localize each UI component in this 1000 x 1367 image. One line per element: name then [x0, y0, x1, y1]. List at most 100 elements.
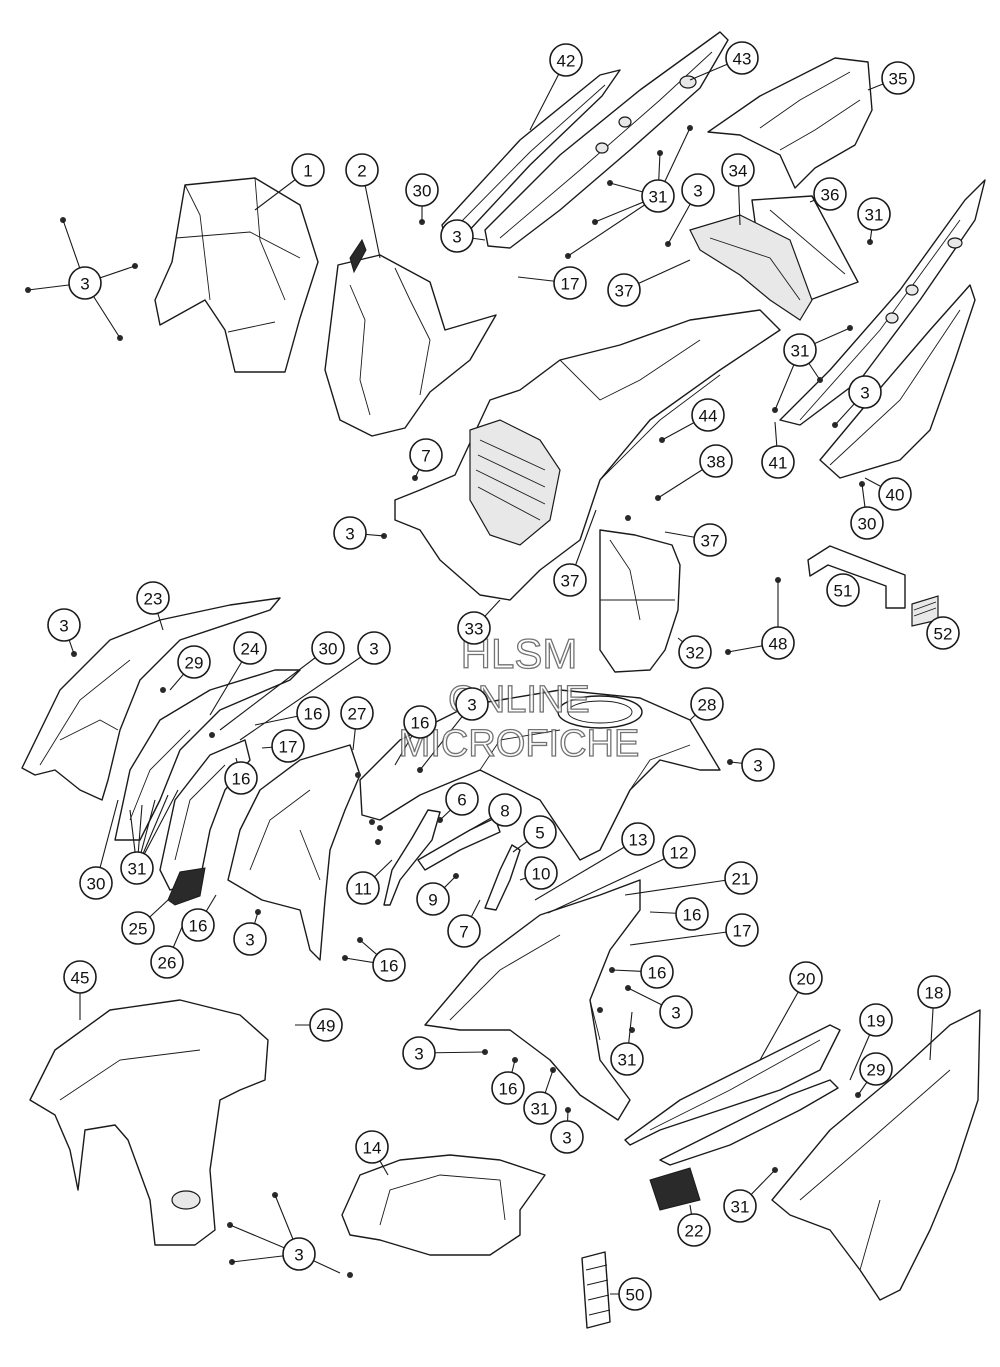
callout-38: 38: [699, 444, 733, 478]
callout-45: 45: [63, 960, 97, 994]
screw: [347, 1272, 353, 1278]
callout-label: 17: [561, 275, 580, 294]
callout-16: 16: [181, 908, 215, 942]
callout-37: 37: [693, 523, 727, 557]
callout-30: 30: [850, 506, 884, 540]
callout-1: 1: [291, 153, 325, 187]
callout-circle: [675, 897, 709, 931]
callout-9: 9: [416, 882, 450, 916]
callout-3: 3: [357, 631, 391, 665]
callout-label: 16: [648, 964, 667, 983]
callout-label: 31: [649, 188, 668, 207]
callout-label: 3: [414, 1045, 423, 1064]
callout-circle: [291, 153, 325, 187]
callout-circle: [859, 1003, 893, 1037]
callout-circle: [409, 438, 443, 472]
callout-43: 43: [725, 41, 759, 75]
callout-label: 3: [452, 228, 461, 247]
callout-label: 18: [925, 984, 944, 1003]
callout-circle: [309, 1008, 343, 1042]
callout-circle: [333, 516, 367, 550]
callout-circle: [345, 153, 379, 187]
callout-circle: [136, 581, 170, 615]
callout-label: 30: [319, 640, 338, 659]
callout-label: 31: [791, 342, 810, 361]
part-5-mount: [484, 844, 521, 911]
callout-circle: [47, 608, 81, 642]
callout-14: 14: [355, 1130, 389, 1164]
callout-48: 48: [761, 626, 795, 660]
callout-16: 16: [640, 955, 674, 989]
part-41-side-panel: [779, 179, 986, 426]
callout-circle: [789, 961, 823, 995]
callout-label: 20: [797, 970, 816, 989]
callout-label: 45: [71, 969, 90, 988]
callout-circle: [826, 573, 860, 607]
callout-25: 25: [121, 911, 155, 945]
callout-label: 19: [867, 1012, 886, 1031]
callout-50: 50: [618, 1277, 652, 1311]
callout-label: 12: [670, 844, 689, 863]
callout-31: 31: [523, 1091, 557, 1125]
callout-circle: [857, 197, 891, 231]
callout-label: 3: [693, 182, 702, 201]
callout-circle: [177, 645, 211, 679]
callout-31: 31: [120, 851, 154, 885]
callout-3: 3: [233, 922, 267, 956]
callout-17: 17: [271, 729, 305, 763]
callout-26: 26: [150, 945, 184, 979]
callout-circle: [917, 975, 951, 1009]
callout-3: 3: [47, 608, 81, 642]
callout-circle: [607, 273, 641, 307]
callout-circle: [662, 835, 696, 869]
callout-circle: [553, 266, 587, 300]
callout-label: 11: [354, 880, 372, 899]
callout-circle: [402, 1036, 436, 1070]
callout-circle: [926, 616, 960, 650]
callout-16: 16: [491, 1071, 525, 1105]
callout-36: 36: [813, 177, 847, 211]
callout-18: 18: [917, 975, 951, 1009]
callout-29: 29: [859, 1052, 893, 1086]
callout-circle: [725, 41, 759, 75]
screw: [209, 732, 215, 738]
callout-label: 3: [345, 525, 354, 544]
part-45-front-fender: [29, 999, 269, 1246]
callout-label: 41: [769, 454, 788, 473]
callout-label: 31: [618, 1051, 637, 1070]
callout-label: 7: [459, 923, 468, 942]
callout-label: 6: [457, 791, 466, 810]
part-51-bracket: [807, 545, 906, 609]
callout-22: 22: [677, 1213, 711, 1247]
callout-37: 37: [607, 273, 641, 307]
callout-circle: [150, 945, 184, 979]
part-6-bracket: [383, 809, 441, 906]
callout-circle: [621, 822, 655, 856]
callout-label: 42: [557, 52, 576, 71]
callout-label: 16: [683, 906, 702, 925]
part-19-trim-strip: [659, 1079, 839, 1166]
callout-circle: [859, 1052, 893, 1086]
callout-21: 21: [724, 861, 758, 895]
callout-51: 51: [826, 573, 860, 607]
callout-label: 36: [821, 186, 840, 205]
screw: [160, 687, 166, 693]
callout-circle: [181, 908, 215, 942]
callout-circle: [699, 444, 733, 478]
callout-27: 27: [340, 696, 374, 730]
callout-circle: [677, 1213, 711, 1247]
callout-label: 26: [158, 954, 177, 973]
callout-label: 16: [232, 770, 251, 789]
callout-circle: [346, 871, 380, 905]
callout-label: 28: [698, 696, 717, 715]
callout-label: 29: [867, 1061, 886, 1080]
part-20-side-cowl: [624, 1024, 841, 1146]
part-32-hugger: [599, 529, 681, 673]
callout-8: 8: [488, 793, 522, 827]
callout-label: 16: [499, 1080, 518, 1099]
callout-circle: [691, 398, 725, 432]
callout-circle: [224, 761, 258, 795]
callout-label: 7: [421, 447, 430, 466]
callout-3: 3: [68, 266, 102, 300]
screw: [355, 772, 361, 778]
